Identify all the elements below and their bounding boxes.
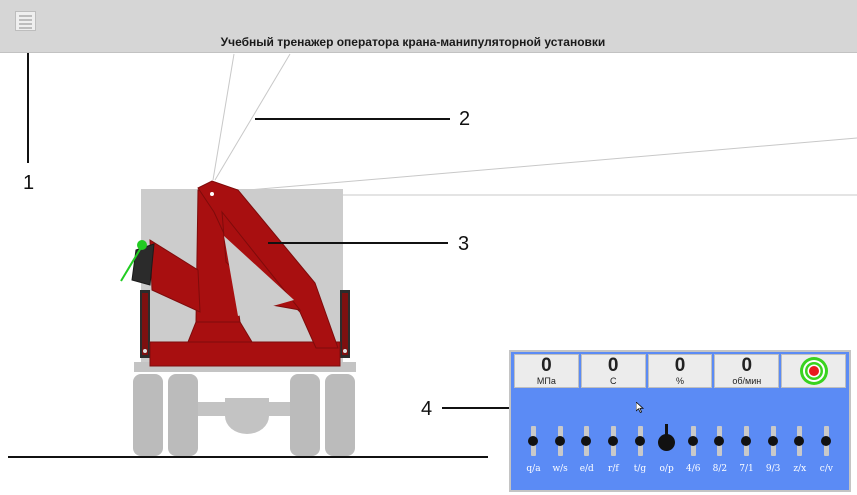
temperature-value: 0	[607, 355, 619, 376]
rpm-value: 0	[741, 355, 753, 376]
truck-wheels	[133, 374, 355, 456]
temperature-unit: С	[609, 376, 617, 386]
lever-label: q/a	[526, 464, 541, 474]
lever-label: r/f	[608, 464, 619, 474]
pressure-unit: МПа	[536, 376, 556, 386]
lever-9-3[interactable]: 9/3	[761, 418, 786, 480]
callout-label-3: 3	[458, 233, 470, 255]
load-unit: %	[675, 376, 684, 386]
control-panel: 0 МПа 0 С 0 % 0 об/мин q/a	[509, 350, 851, 492]
lever-4-6[interactable]: 4/6	[681, 418, 706, 480]
lever-label: c/v	[819, 464, 833, 474]
lever-t-g[interactable]: t/g	[628, 418, 653, 480]
truck-bumper	[134, 362, 356, 372]
lever-c-v[interactable]: c/v	[814, 418, 839, 480]
cursor-icon	[636, 402, 644, 413]
load-value: 0	[674, 355, 686, 376]
lever-7-1[interactable]: 7/1	[734, 418, 759, 480]
lever-label: 4/6	[686, 464, 701, 474]
crane-arm	[131, 180, 341, 367]
target-indicator-icon[interactable]	[781, 354, 846, 388]
lever-row: q/a w/s e/d r/f t/g o/p 4/6 8/2 7/1 9/3 …	[521, 418, 839, 480]
menu-icon[interactable]	[15, 11, 36, 31]
lever-label: 8/2	[712, 464, 728, 474]
pressure-readout: 0 МПа	[514, 354, 579, 388]
rpm-unit: об/мин	[732, 376, 762, 386]
temperature-readout: 0 С	[580, 354, 646, 388]
app-header: Учебный тренажер оператора крана-манипул…	[0, 0, 857, 53]
rpm-readout: 0 об/мин	[714, 354, 780, 388]
lever-w-s[interactable]: w/s	[548, 418, 573, 480]
load-readout: 0 %	[647, 354, 713, 388]
lever-label: o/p	[659, 464, 674, 474]
lever-q-a[interactable]: q/a	[521, 418, 546, 480]
lever-label: 7/1	[739, 464, 754, 474]
lever-label: t/g	[633, 464, 647, 474]
callout-label-1: 1	[23, 172, 35, 194]
lever-label: e/d	[579, 464, 594, 474]
pressure-value: 0	[541, 355, 552, 376]
outrigger-right	[340, 290, 350, 358]
lever-z-x[interactable]: z/x	[787, 418, 812, 480]
outrigger-left	[140, 290, 150, 358]
readout-bar: 0 МПа 0 С 0 % 0 об/мин	[514, 354, 846, 388]
lever-8-2[interactable]: 8/2	[707, 418, 732, 480]
lever-label: w/s	[552, 464, 568, 474]
lever-o-p[interactable]: o/p	[654, 418, 679, 480]
app-title: Учебный тренажер оператора крана-манипул…	[220, 35, 606, 49]
callout-label-2: 2	[459, 108, 471, 130]
callout-label-4: 4	[421, 398, 433, 420]
boom-tip-marker	[137, 240, 147, 250]
lever-r-f[interactable]: r/f	[601, 418, 626, 480]
lever-e-d[interactable]: e/d	[574, 418, 599, 480]
lever-label: z/x	[793, 464, 807, 474]
lever-label: 9/3	[765, 464, 781, 474]
boom-hook-line	[120, 245, 143, 282]
